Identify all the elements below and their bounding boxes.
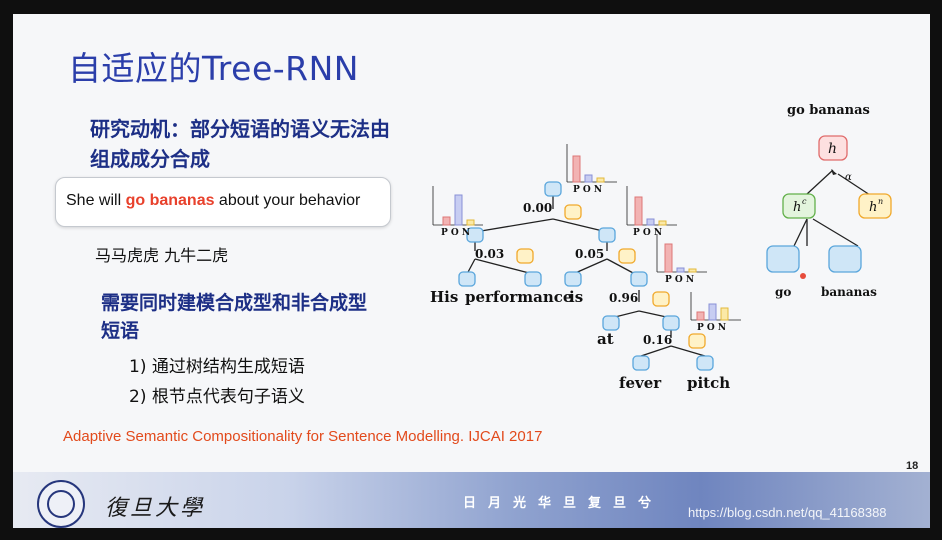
- gate-hn-sup: n: [878, 197, 883, 206]
- pon-label-right: P O N: [633, 228, 662, 238]
- gate-h-label: h: [828, 141, 837, 157]
- alpha-label: α: [845, 172, 852, 183]
- motivation-text: 研究动机：部分短语的语义无法由组成成分合成: [90, 117, 390, 171]
- example-sentence: She will go bananas about your behavior: [66, 192, 360, 210]
- pon-label-root: P O N: [573, 185, 602, 195]
- word-pitch: pitch: [687, 374, 730, 392]
- word-his: His: [430, 288, 458, 306]
- page-number: 18: [906, 460, 919, 472]
- weight-left: 0.03: [475, 247, 504, 261]
- gate-diagram: go bananas α h h c h n go bananas: [766, 104, 892, 299]
- slide-title: 自适应的Tree-RNN: [68, 49, 359, 88]
- gate-hn-node: [858, 193, 892, 219]
- gate-word-bananas: bananas: [821, 285, 877, 299]
- weight-at: 0.96: [609, 291, 638, 305]
- example-sentence-box: She will go bananas about your behavior: [55, 177, 391, 227]
- bar-chart-root: [566, 144, 617, 183]
- example-after: about your behavior: [214, 192, 361, 209]
- pointer-dot: [800, 273, 806, 279]
- word-fever: fever: [619, 374, 662, 392]
- pon-label-at: P O N: [665, 275, 694, 285]
- citation: Adaptive Semantic Compositionality for S…: [63, 428, 543, 445]
- example-highlight: go bananas: [125, 192, 215, 209]
- pon-label-fever: P O N: [697, 323, 726, 333]
- university-name: 復旦大學: [105, 496, 206, 521]
- footer-motto: 日月光华旦复旦兮: [463, 496, 664, 511]
- bar-chart-fever: [690, 292, 741, 321]
- gate-hn-label: h: [869, 200, 877, 215]
- watermark: https://blog.csdn.net/qq_41168388: [688, 505, 887, 520]
- bar-chart-at: [656, 234, 707, 273]
- gate-hc-sup: c: [802, 197, 807, 206]
- gate-h-node: [818, 135, 848, 161]
- pon-label-left: P O N: [441, 228, 470, 238]
- gate-word-go: go: [775, 285, 791, 299]
- slide: 自适应的Tree-RNN 研究动机：部分短语的语义无法由组成成分合成 She w…: [13, 14, 930, 528]
- bar-chart-left: [432, 186, 483, 226]
- gate-title: go bananas: [787, 104, 870, 118]
- gate-hc-label: h: [793, 200, 801, 215]
- gate-hc-node: [782, 193, 816, 219]
- word-performance: performance: [465, 288, 572, 306]
- footer-banner: [13, 472, 930, 528]
- bar-chart-right: [626, 186, 677, 226]
- tree-diagram: P O N P O N P O N P O N P O N 0.00 0.03 …: [430, 144, 741, 392]
- word-is: is: [569, 288, 583, 306]
- chinese-idiom-example: 马马虎虎 九牛二虎: [95, 246, 229, 265]
- list-item-1: 1) 通过树结构生成短语: [129, 357, 305, 377]
- need-text: 需要同时建模合成型和非合成型短语: [101, 292, 368, 342]
- weight-fever: 0.16: [643, 333, 672, 347]
- weight-right: 0.05: [575, 247, 604, 261]
- word-at: at: [597, 330, 614, 348]
- list-item-2: 2) 根节点代表句子语义: [129, 387, 305, 407]
- gate-go-node: [766, 245, 800, 273]
- weight-root: 0.00: [523, 201, 552, 215]
- gate-bananas-node: [828, 245, 862, 273]
- example-before: She will: [66, 192, 126, 209]
- university-seal-icon: [37, 480, 85, 528]
